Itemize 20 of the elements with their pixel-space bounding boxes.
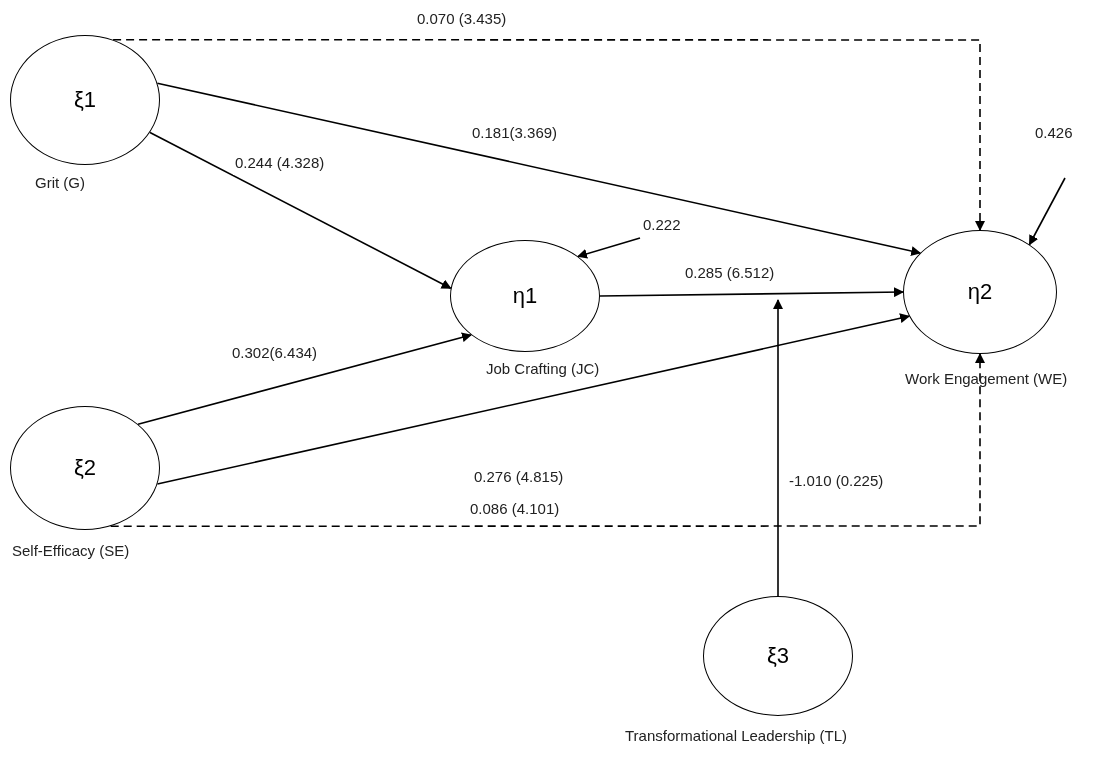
arrow xyxy=(773,299,783,597)
dashed-arrow xyxy=(112,38,985,231)
variable-caption: Self-Efficacy (SE) xyxy=(12,541,130,561)
variable-caption: Transformational Leadership (TL) xyxy=(625,726,848,746)
arrow xyxy=(599,287,904,298)
dashed-arrow xyxy=(109,353,985,528)
variable-symbol: ξ3 xyxy=(766,645,790,667)
arrow xyxy=(137,332,472,425)
arrow xyxy=(577,237,641,259)
arrow xyxy=(1028,177,1066,246)
variable-caption: Grit (G) xyxy=(35,173,85,193)
arrow xyxy=(156,82,922,256)
variable-symbol: η1 xyxy=(512,285,538,307)
variable-caption: Job Crafting (JC) xyxy=(486,359,600,379)
variable-caption: Work Engagement (WE) xyxy=(905,369,1068,389)
variable-symbol: ξ1 xyxy=(73,89,97,111)
arrow xyxy=(149,131,452,289)
variable-symbol: ξ2 xyxy=(73,457,97,479)
variable-symbol: η2 xyxy=(967,281,993,303)
arrow xyxy=(156,313,911,485)
